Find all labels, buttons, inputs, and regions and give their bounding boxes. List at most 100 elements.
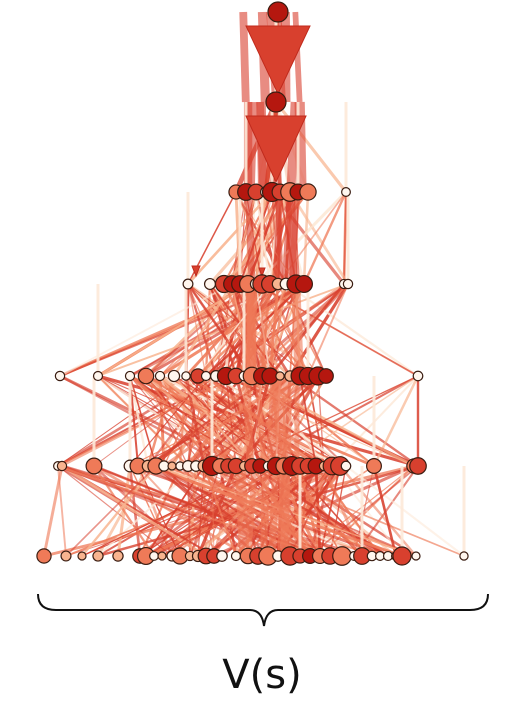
graph-node xyxy=(342,278,354,290)
edge xyxy=(187,283,207,377)
arrowhead xyxy=(245,25,311,96)
edge xyxy=(81,465,157,557)
edge xyxy=(271,375,289,467)
graph-node xyxy=(60,550,72,562)
graph-node xyxy=(265,91,287,113)
edge xyxy=(345,465,465,557)
graph-node xyxy=(182,278,194,290)
edge xyxy=(343,191,347,285)
edge xyxy=(204,283,212,377)
graph-node xyxy=(92,550,104,562)
graph-node xyxy=(299,183,317,201)
graph-node xyxy=(154,370,166,382)
arrowhead xyxy=(191,265,201,278)
graph-node xyxy=(216,550,228,562)
edges-layer xyxy=(42,11,466,558)
edge xyxy=(187,191,273,285)
edge xyxy=(274,191,284,285)
graph-node xyxy=(85,457,103,475)
graph-node xyxy=(459,551,469,561)
graph-node xyxy=(341,187,351,197)
edge xyxy=(245,465,258,557)
arrowhead xyxy=(258,267,266,278)
graph-node xyxy=(77,551,87,561)
graph-node xyxy=(275,371,285,381)
edge xyxy=(186,283,254,377)
edge xyxy=(59,283,233,377)
edge xyxy=(329,465,347,557)
edge xyxy=(129,375,205,467)
graph-node xyxy=(124,370,136,382)
nodes-layer xyxy=(36,1,469,566)
edge xyxy=(291,283,304,377)
graph-node xyxy=(137,367,155,385)
graph-node xyxy=(36,548,52,564)
edge xyxy=(302,191,348,285)
graph-node xyxy=(181,371,191,381)
edge xyxy=(268,283,280,377)
edge xyxy=(65,465,157,557)
graph-node xyxy=(294,274,314,294)
edge xyxy=(129,465,173,557)
graph-node xyxy=(267,1,289,23)
edge xyxy=(277,465,291,557)
edge xyxy=(163,374,291,468)
edge xyxy=(283,375,419,467)
edge xyxy=(319,465,341,557)
edge xyxy=(227,375,419,467)
edge xyxy=(184,375,206,467)
graph-node xyxy=(340,460,352,472)
curly-brace xyxy=(37,593,489,627)
arrowheads-layer xyxy=(191,25,311,278)
edge xyxy=(260,465,270,557)
edge xyxy=(315,465,381,557)
edge xyxy=(288,191,350,285)
graph-node xyxy=(149,551,159,561)
edge xyxy=(268,465,280,557)
edge xyxy=(203,465,237,557)
graph-node xyxy=(230,550,242,562)
edge xyxy=(93,464,249,558)
edge xyxy=(302,191,310,285)
edge xyxy=(42,465,64,557)
graph-node xyxy=(56,460,68,472)
edge xyxy=(322,465,364,557)
edge xyxy=(197,283,271,377)
graph-node xyxy=(92,370,104,382)
edge xyxy=(97,375,261,467)
graph-node xyxy=(412,370,424,382)
graph-node xyxy=(167,369,181,383)
graph-node xyxy=(366,458,382,474)
edge xyxy=(179,465,331,557)
edge xyxy=(242,375,254,467)
edge xyxy=(189,465,221,557)
edge xyxy=(215,283,345,377)
edge xyxy=(299,375,317,467)
edge xyxy=(211,465,215,557)
edge xyxy=(93,375,217,467)
edge xyxy=(307,283,349,377)
graph-node xyxy=(318,368,334,384)
edge xyxy=(372,465,398,557)
edge xyxy=(254,375,267,467)
arrowhead xyxy=(245,115,307,184)
graph-node xyxy=(167,461,177,471)
graph-node xyxy=(203,277,217,291)
edge xyxy=(234,465,250,557)
edge xyxy=(245,191,256,285)
graph-node xyxy=(112,550,124,562)
edge xyxy=(258,283,269,377)
edge xyxy=(129,375,207,467)
graph-node xyxy=(157,551,167,561)
graph-node xyxy=(392,546,412,566)
edge xyxy=(129,375,237,467)
graph-node xyxy=(411,551,421,561)
edge xyxy=(57,465,321,557)
graph-node xyxy=(54,370,66,382)
edge xyxy=(246,283,258,377)
edge xyxy=(372,375,420,467)
edge xyxy=(239,11,250,103)
graph-node xyxy=(200,370,212,382)
edge xyxy=(288,191,301,285)
